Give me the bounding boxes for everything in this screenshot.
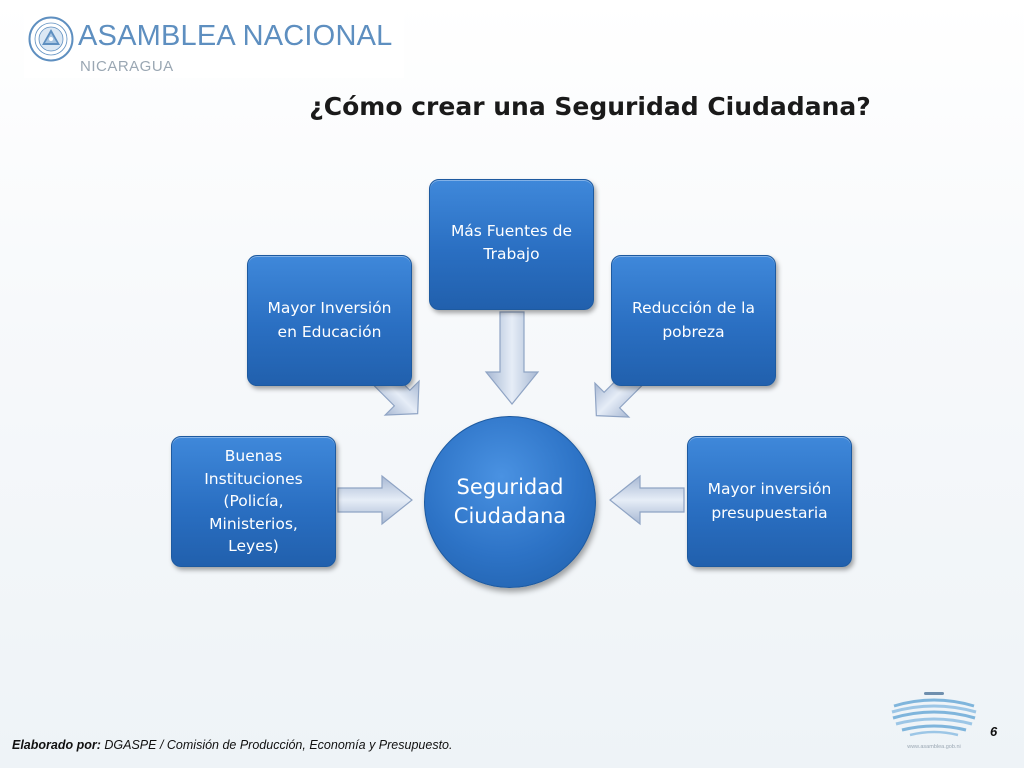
node-poverty: Reducción de la pobreza bbox=[611, 255, 776, 386]
node-jobs: Más Fuentes de Trabajo bbox=[429, 179, 594, 310]
center-node-label: Seguridad Ciudadana bbox=[453, 474, 567, 528]
node-institutions: Buenas Instituciones (Policía, Ministeri… bbox=[171, 436, 336, 567]
credit-label: Elaborado por: bbox=[12, 738, 101, 752]
node-education: Mayor Inversión en Educación bbox=[247, 255, 412, 386]
org-name: ASAMBLEA NACIONAL bbox=[78, 20, 393, 52]
node-budget-label: Mayor inversión presupuestaria bbox=[707, 480, 832, 522]
org-country: NICARAGUA bbox=[80, 58, 174, 75]
center-node: Seguridad Ciudadana bbox=[424, 416, 596, 588]
node-education-label: Mayor Inversión en Educación bbox=[267, 299, 392, 341]
slide-title: ¿Cómo crear una Seguridad Ciudadana? bbox=[309, 92, 871, 121]
node-institutions-label: Buenas Instituciones (Policía, Ministeri… bbox=[204, 447, 303, 556]
node-poverty-label: Reducción de la pobreza bbox=[632, 299, 755, 341]
header-logo: ASAMBLEA NACIONAL NICARAGUA bbox=[24, 10, 404, 78]
arrow-budget-to-center bbox=[609, 474, 685, 526]
page-number: 6 bbox=[990, 724, 998, 739]
national-seal-icon bbox=[28, 16, 74, 62]
logo-url: www.asamblea.gob.ni bbox=[906, 744, 961, 750]
assembly-chamber-icon: www.asamblea.gob.ni bbox=[891, 692, 977, 750]
footer-credit: Elaborado por: DGASPE / Comisión de Prod… bbox=[12, 738, 452, 752]
arrow-jobs-to-center bbox=[484, 311, 540, 405]
arrow-institutions-to-center bbox=[337, 474, 413, 526]
node-budget: Mayor inversión presupuestaria bbox=[687, 436, 852, 567]
credit-text: DGASPE / Comisión de Producción, Economí… bbox=[100, 738, 453, 752]
node-jobs-label: Más Fuentes de Trabajo bbox=[450, 222, 573, 264]
